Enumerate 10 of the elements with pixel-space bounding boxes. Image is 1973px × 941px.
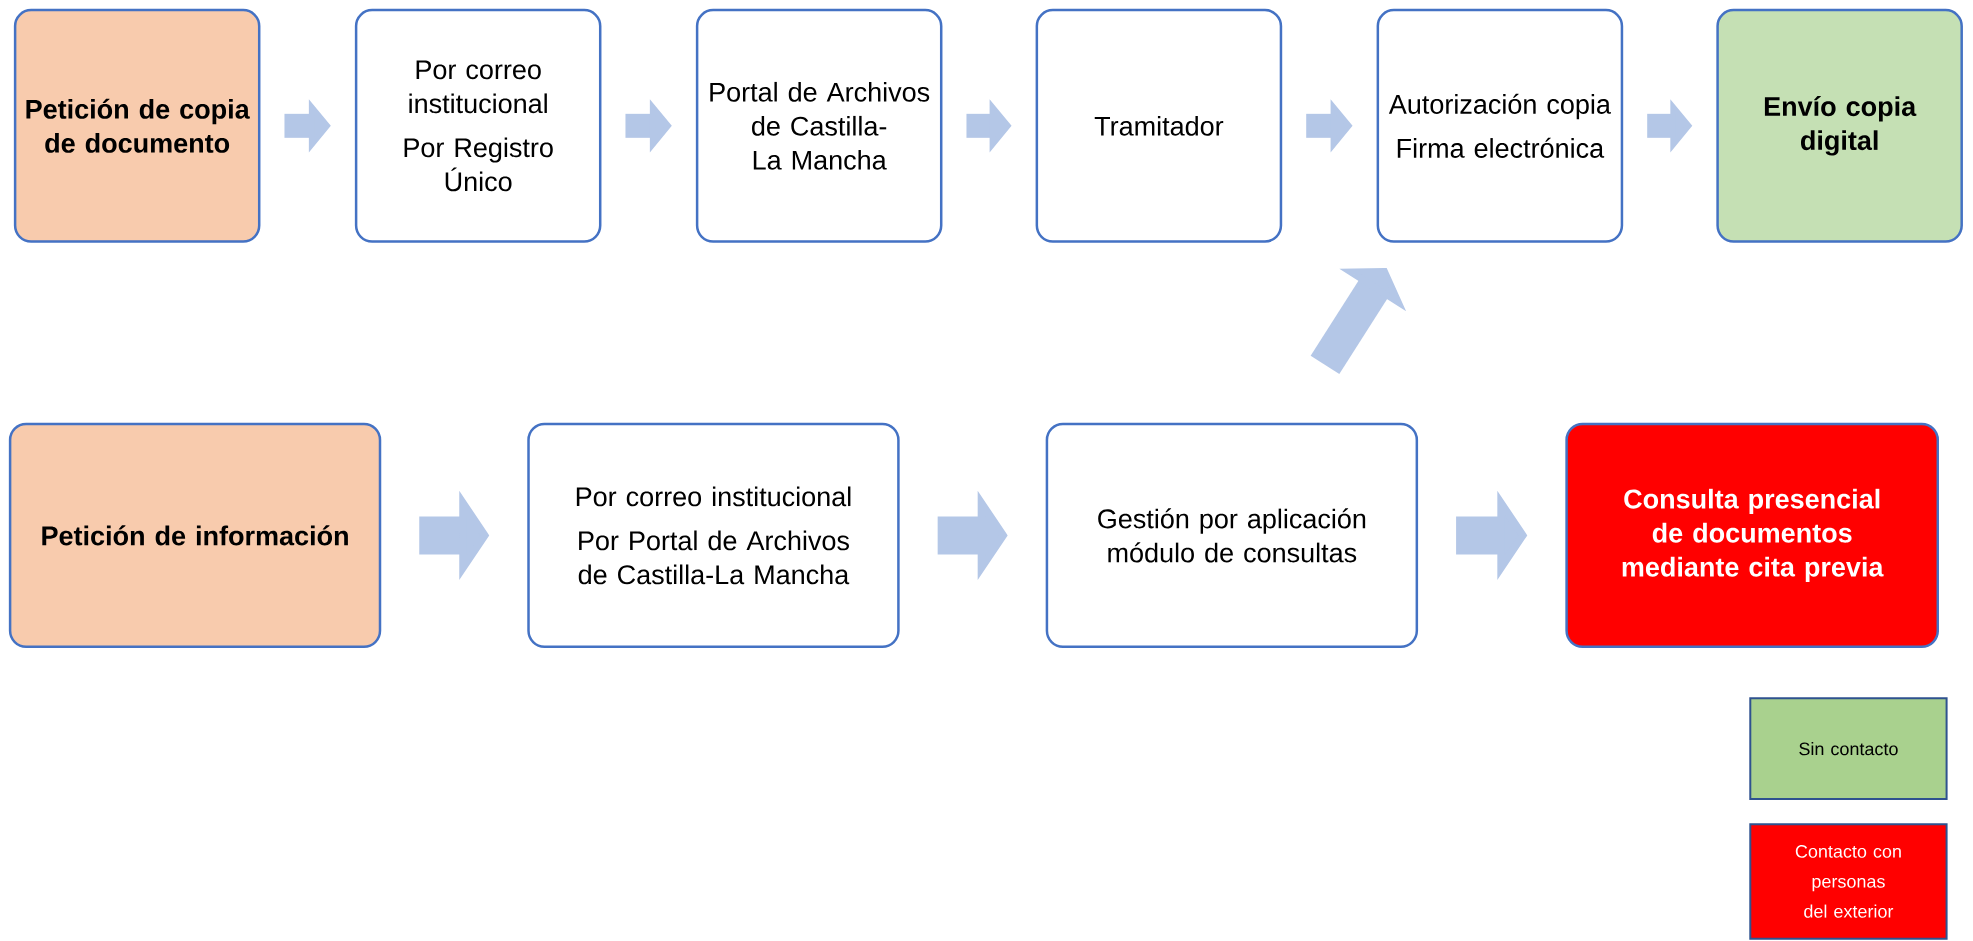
process-box: Tramitador	[1035, 8, 1283, 243]
process-box: Por correo institucional Por Portal de Archivos de Castilla-La Mancha	[527, 422, 900, 648]
process-box: Petición de información	[8, 422, 382, 648]
process-box: Envío copia digital	[1716, 8, 1963, 243]
process-box: Consulta presencial de documentos mediante cita previa	[1565, 422, 1940, 648]
process-box: Por correo institucional Por Registro Único	[354, 8, 602, 243]
process-box: Autorización copia Firma electrónica	[1376, 8, 1624, 243]
process-box: Petición de copia de documento	[13, 8, 261, 243]
process-box: Gestión por aplicación módulo de consultas	[1045, 422, 1419, 648]
process-box: Portal de Archivos de Castilla-La Mancha	[695, 8, 943, 243]
